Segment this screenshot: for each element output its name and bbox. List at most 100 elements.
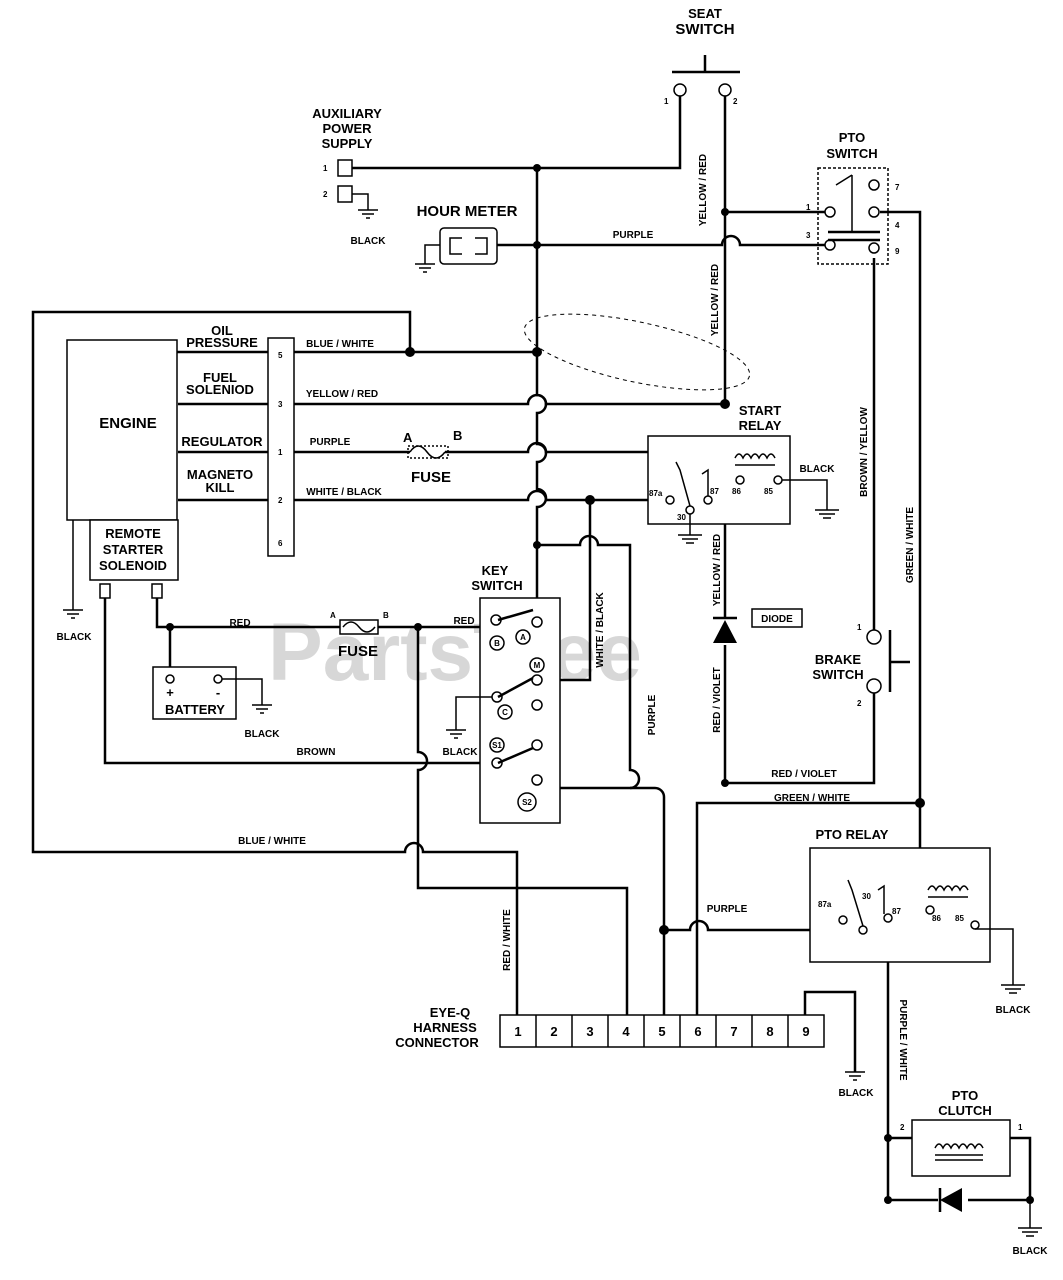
eyeq-pin-9: 9 [802, 1024, 809, 1039]
svg-text:WHITE / BLACK: WHITE / BLACK [306, 487, 382, 498]
wire-label-green-white: GREEN / WHITE [774, 793, 850, 804]
svg-text:BATTERY: BATTERY [165, 702, 225, 717]
eyeq-pin-1: 1 [514, 1024, 521, 1039]
svg-text:S1: S1 [492, 741, 502, 750]
svg-text:C: C [502, 708, 508, 717]
svg-text:HOUR METER: HOUR METER [417, 203, 518, 220]
wire-label-yellow-red-relay: YELLOW / RED [712, 534, 723, 606]
pto-switch: PTO SWITCH 1 3 7 4 9 [806, 130, 900, 265]
engine-terminal-pins: 5 3 1 2 6 [278, 351, 283, 548]
svg-text:BLACK: BLACK [1013, 1246, 1049, 1257]
battery: + - BATTERY BLACK [152, 666, 280, 740]
wire-label-purple-vertical: PURPLE [647, 694, 658, 735]
svg-text:SUPPLY: SUPPLY [322, 136, 373, 151]
svg-text:4: 4 [895, 221, 900, 230]
svg-text:HARNESS: HARNESS [413, 1020, 477, 1035]
svg-text:B: B [494, 639, 500, 648]
svg-text:85: 85 [955, 914, 964, 923]
engine: ENGINE REMOTE STARTER SOLENOID BLACK [57, 339, 179, 643]
svg-text:A: A [330, 611, 336, 620]
svg-text:DIODE: DIODE [761, 614, 793, 625]
svg-text:CLUTCH: CLUTCH [938, 1103, 991, 1118]
svg-text:YELLOW / RED: YELLOW / RED [306, 389, 378, 400]
svg-text:KILL: KILL [206, 480, 235, 495]
svg-text:3: 3 [806, 231, 811, 240]
svg-text:S2: S2 [522, 798, 532, 807]
svg-text:POWER: POWER [322, 121, 372, 136]
regulator-fuse: A B FUSE [403, 428, 462, 486]
eyeq-pin-6: 6 [694, 1024, 701, 1039]
svg-text:KEY: KEY [482, 563, 509, 578]
red-fuse: A B FUSE [330, 611, 389, 660]
svg-text:OIL: OIL [211, 323, 233, 338]
svg-text:30: 30 [677, 513, 686, 522]
engine-circuit-labels: OIL PRESSURE FUEL SOLENIOD REGULATOR MAG… [181, 323, 263, 495]
svg-text:SOLENIOD: SOLENIOD [186, 382, 254, 397]
svg-text:BLACK: BLACK [57, 632, 93, 643]
wire-label-red-violet: RED / VIOLET [771, 769, 837, 780]
svg-text:PTO: PTO [839, 130, 866, 145]
eyeq-pin-2: 2 [550, 1024, 557, 1039]
svg-text:1: 1 [664, 97, 669, 106]
svg-text:BLACK: BLACK [800, 464, 836, 475]
svg-text:PTO: PTO [952, 1088, 979, 1103]
wire-label-brown-yellow: BROWN / YELLOW [859, 407, 870, 497]
wire-label-yellow-red-vertical: YELLOW / RED [710, 264, 721, 336]
eyeq-pin-4: 4 [622, 1024, 630, 1039]
highlight-ellipse [523, 313, 751, 391]
svg-text:87: 87 [892, 907, 901, 916]
svg-text:1: 1 [857, 623, 862, 632]
svg-text:1: 1 [323, 164, 328, 173]
svg-text:BLACK: BLACK [839, 1088, 875, 1099]
wire-label-purple-relay: PURPLE [707, 904, 748, 915]
eyeq-pin-7: 7 [730, 1024, 737, 1039]
svg-text:M: M [534, 661, 541, 670]
wire-label-green-white-vertical: GREEN / WHITE [905, 507, 916, 583]
svg-text:SWITCH: SWITCH [826, 146, 877, 161]
svg-text:PTO RELAY: PTO RELAY [816, 827, 889, 842]
svg-text:RELAY: RELAY [739, 418, 782, 433]
watermark: PartsTree [268, 607, 642, 698]
svg-text:SOLENOID: SOLENOID [99, 558, 167, 573]
eyeq-pin-3: 3 [586, 1024, 593, 1039]
svg-text:9: 9 [895, 247, 900, 256]
svg-text:BLACK: BLACK [443, 747, 479, 758]
wire-label-purple-top: PURPLE [613, 230, 654, 241]
svg-text:1: 1 [806, 203, 811, 212]
svg-text:REGULATOR: REGULATOR [181, 434, 263, 449]
svg-text:BLUE / WHITE: BLUE / WHITE [306, 339, 374, 350]
svg-text:FUSE: FUSE [411, 469, 451, 486]
svg-text:BLACK: BLACK [351, 236, 387, 247]
svg-text:CONNECTOR: CONNECTOR [395, 1035, 479, 1050]
svg-text:6: 6 [278, 539, 283, 548]
wire-label-brown: BROWN [297, 747, 336, 758]
svg-text:AUXILIARY: AUXILIARY [312, 106, 382, 121]
svg-text:1: 1 [1018, 1123, 1023, 1132]
svg-text:B: B [383, 611, 389, 620]
wire-label-blue-white-bottom: BLUE / WHITE [238, 836, 306, 847]
svg-text:A: A [403, 430, 413, 445]
svg-text:87a: 87a [649, 489, 663, 498]
junction-dots [166, 164, 1034, 1204]
eyeq-pin-5: 5 [658, 1024, 665, 1039]
pto-clutch: PTO CLUTCH 2 1 BLACK [900, 1088, 1048, 1257]
svg-text:EYE-Q: EYE-Q [430, 1005, 470, 1020]
pto-relay: PTO RELAY 87a 30 87 86 85 BLACK [809, 827, 1032, 1016]
svg-text:2: 2 [733, 97, 738, 106]
svg-text:87: 87 [710, 487, 719, 496]
svg-text:SWITCH: SWITCH [812, 667, 863, 682]
svg-text:3: 3 [278, 400, 283, 409]
svg-text:ENGINE: ENGINE [99, 415, 157, 432]
svg-text:STARTER: STARTER [103, 542, 164, 557]
auxiliary-power-supply: AUXILIARY POWER SUPPLY 1 2 BLACK [312, 106, 386, 247]
svg-text:A: A [520, 633, 526, 642]
wire-label-yellow-red-seat: YELLOW / RED [698, 154, 709, 226]
svg-text:START: START [739, 403, 781, 418]
svg-text:5: 5 [278, 351, 283, 360]
diode: DIODE [713, 608, 803, 643]
svg-text:86: 86 [732, 487, 741, 496]
wire-label-red-left: RED [229, 618, 250, 629]
engine-wire-labels: BLUE / WHITE YELLOW / RED PURPLE WHITE /… [306, 339, 383, 498]
svg-text:BLACK: BLACK [996, 1005, 1032, 1016]
